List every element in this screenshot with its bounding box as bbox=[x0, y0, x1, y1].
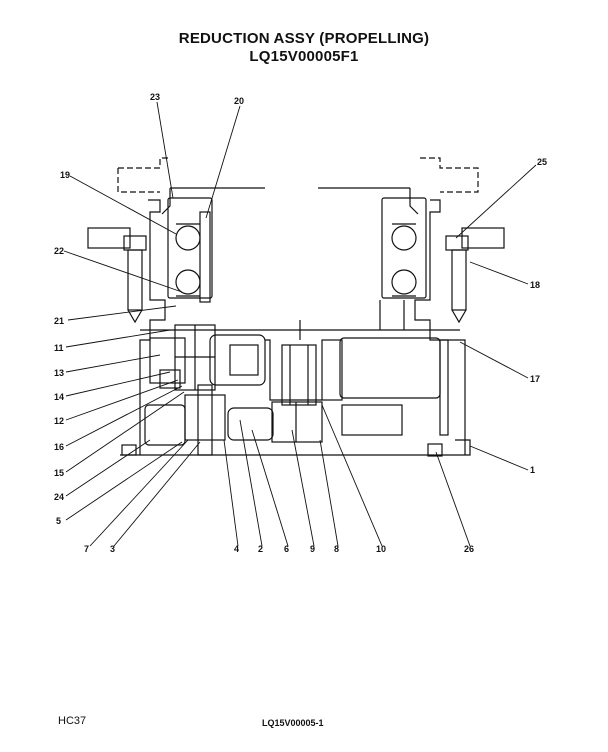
callout-3: 3 bbox=[110, 544, 115, 554]
callout-20: 20 bbox=[234, 96, 244, 106]
diagram-part-number: LQ15V00005F1 bbox=[249, 48, 359, 65]
callout-19: 19 bbox=[60, 170, 70, 180]
callout-10: 10 bbox=[376, 544, 386, 554]
callout-1: 1 bbox=[530, 465, 535, 475]
callout-23: 23 bbox=[150, 92, 160, 102]
callout-6: 6 bbox=[284, 544, 289, 554]
callout-15: 15 bbox=[54, 468, 64, 478]
callout-14: 14 bbox=[54, 392, 64, 402]
callout-8: 8 bbox=[334, 544, 339, 554]
callout-13: 13 bbox=[54, 368, 64, 378]
callout-9: 9 bbox=[310, 544, 315, 554]
callout-24: 24 bbox=[54, 492, 64, 502]
callout-21: 21 bbox=[54, 316, 64, 326]
callout-17: 17 bbox=[530, 374, 540, 384]
callout-5: 5 bbox=[56, 516, 61, 526]
callout-22: 22 bbox=[54, 246, 64, 256]
callout-18: 18 bbox=[530, 280, 540, 290]
callout-26: 26 bbox=[464, 544, 474, 554]
callout-25: 25 bbox=[537, 157, 547, 167]
assembly-outline bbox=[87, 157, 505, 457]
leader-lines bbox=[63, 101, 537, 547]
callout-16: 16 bbox=[54, 442, 64, 452]
callout-11: 11 bbox=[54, 343, 64, 353]
callout-2: 2 bbox=[258, 544, 263, 554]
footer-page-code: HC37 bbox=[58, 715, 87, 727]
diagram-title: REDUCTION ASSY (PROPELLING) bbox=[178, 30, 430, 47]
callout-numbers: 23 20 19 25 22 18 21 11 13 17 14 12 16 1… bbox=[54, 92, 547, 554]
footer-drawing-number: LQ15V00005-1 bbox=[262, 718, 324, 728]
callout-4: 4 bbox=[234, 544, 239, 554]
callout-7: 7 bbox=[84, 544, 89, 554]
callout-12: 12 bbox=[54, 416, 64, 426]
